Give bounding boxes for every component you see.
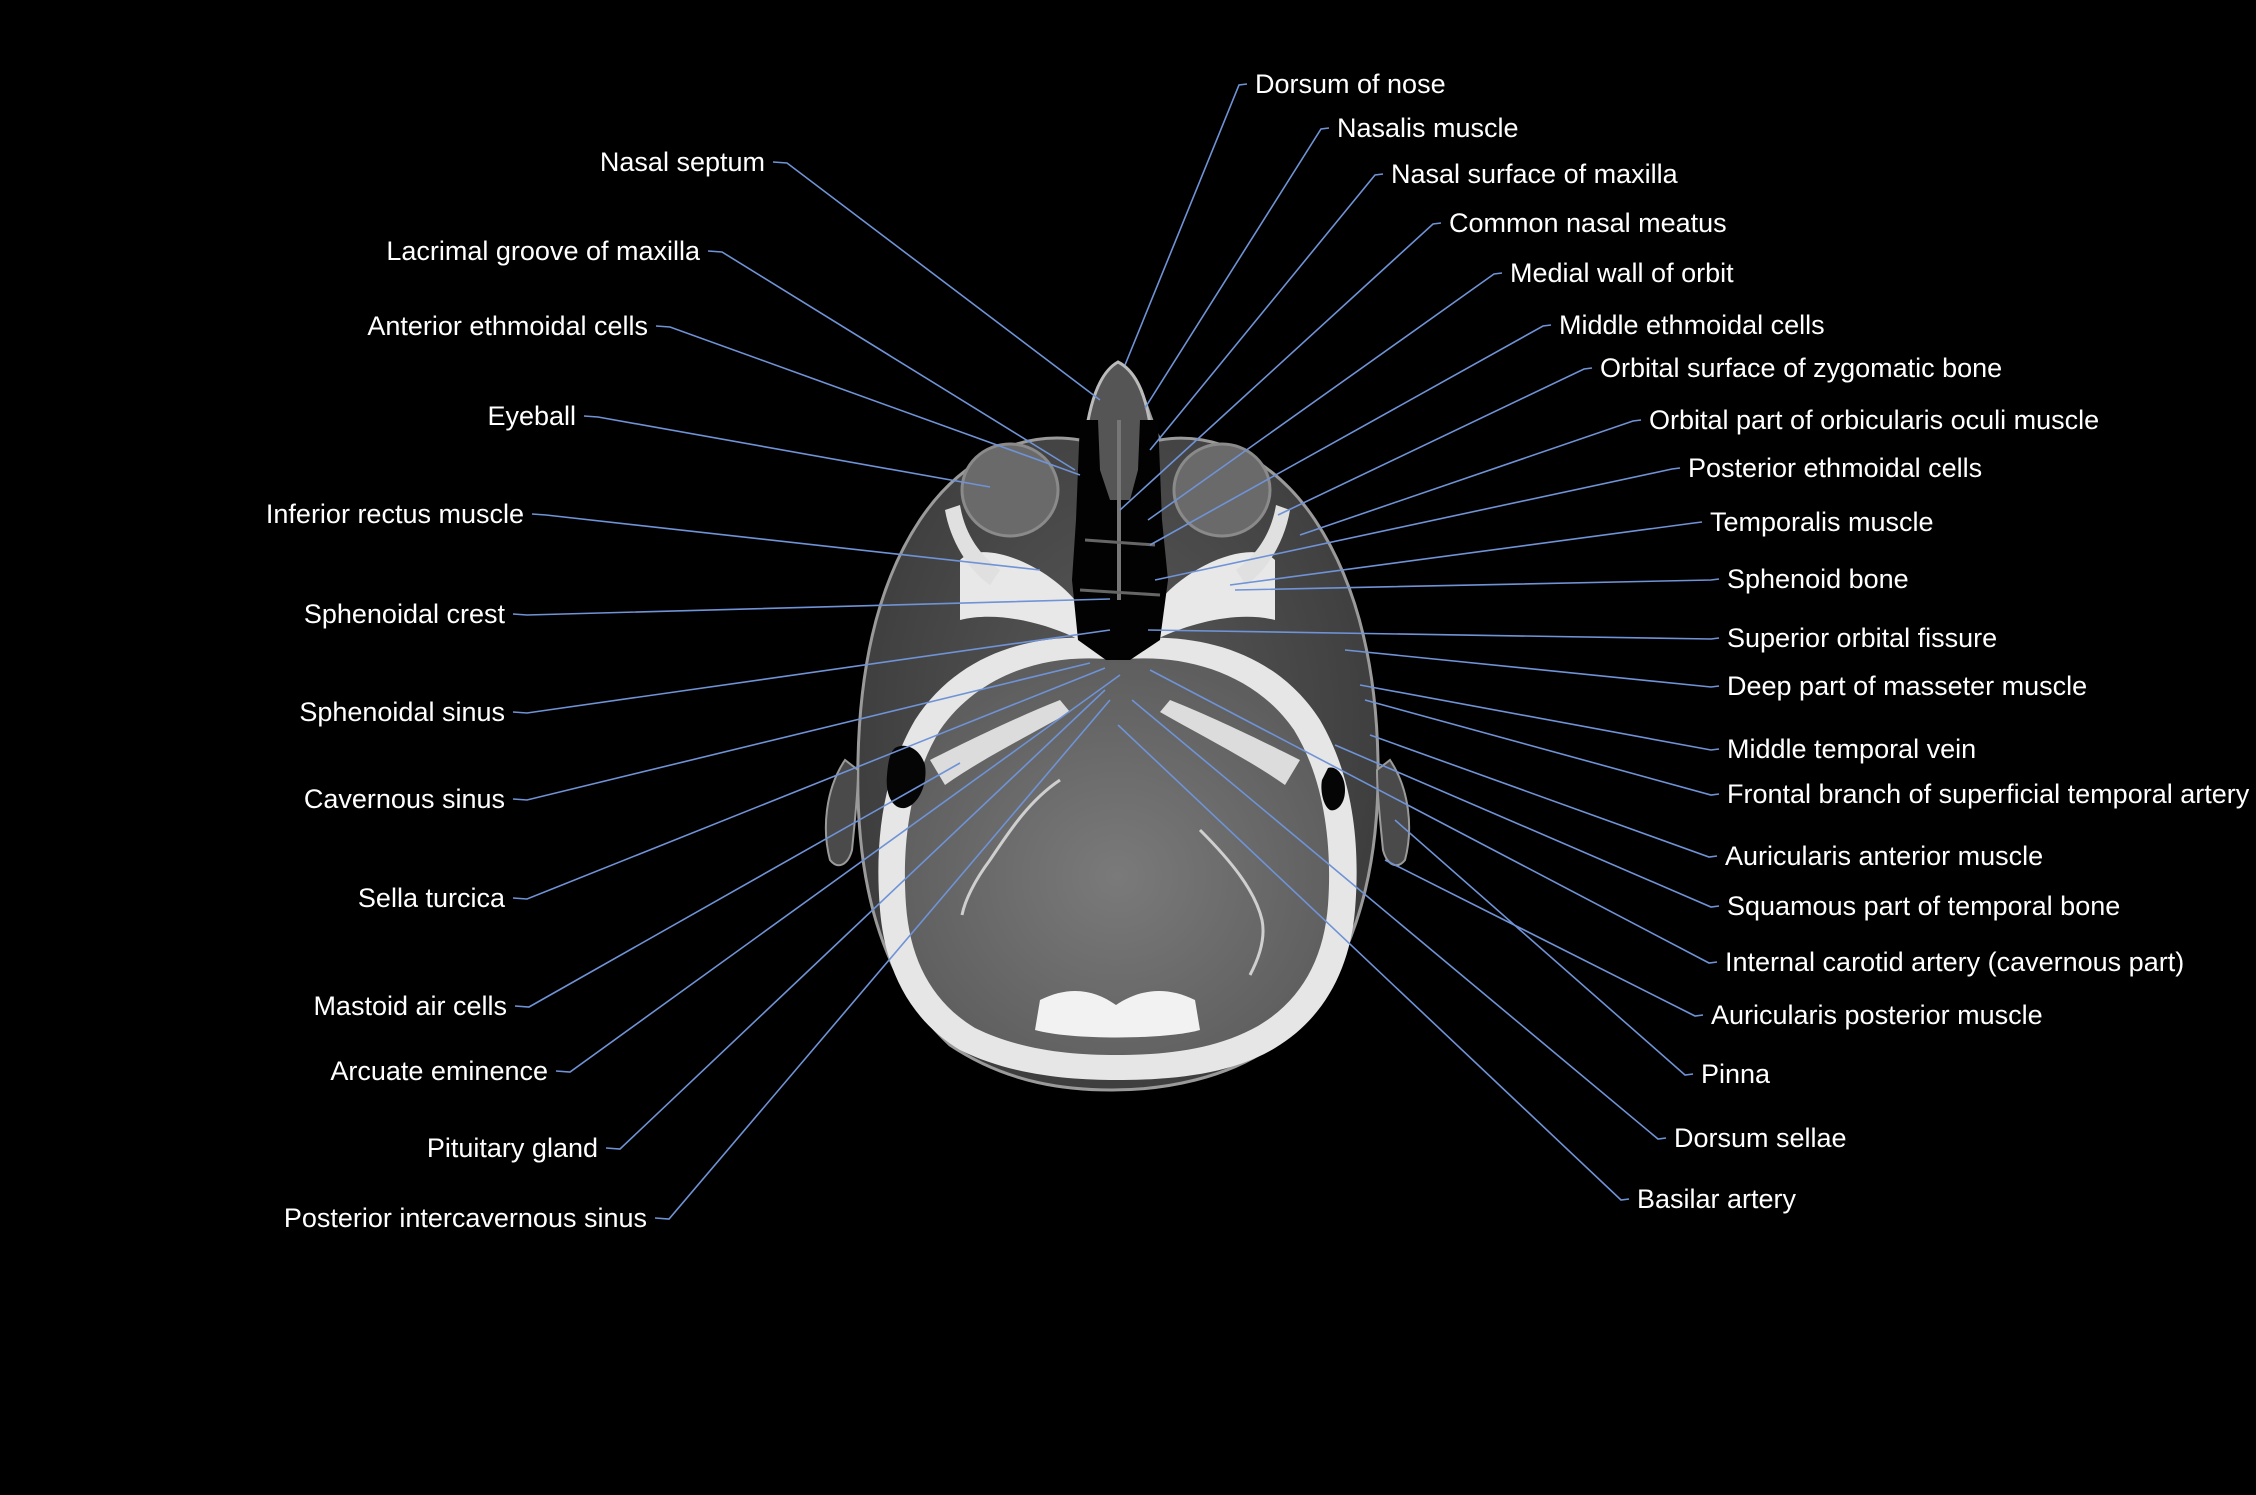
label-pinna: Pinna — [1701, 1059, 1771, 1089]
label-arcuate-eminence: Arcuate eminence — [330, 1056, 548, 1086]
leader-orbital-part-of-orbicularis-oculi-muscle — [1299, 419, 1642, 536]
leader-nasal-surface-of-maxilla — [1149, 173, 1384, 451]
label-temporalis-muscle: Temporalis muscle — [1710, 507, 1934, 537]
label-pituitary-gland: Pituitary gland — [427, 1133, 598, 1163]
label-auricularis-anterior-muscle: Auricularis anterior muscle — [1725, 841, 2043, 871]
label-sphenoid-bone: Sphenoid bone — [1727, 564, 1909, 594]
leader-internal-carotid-artery-cavernous-part — [1149, 669, 1718, 964]
leader-posterior-ethmoidal-cells — [1154, 467, 1681, 581]
label-middle-temporal-vein: Middle temporal vein — [1727, 734, 1976, 764]
left-petrous-bone — [930, 700, 1070, 785]
leader-mastoid-air-cells — [514, 762, 961, 1008]
label-orbital-part-of-orbicularis-oculi-muscle: Orbital part of orbicularis oculi muscle — [1649, 405, 2099, 435]
leader-basilar-artery — [1117, 724, 1630, 1201]
leader-sphenoidal-crest — [512, 598, 1111, 616]
label-eyeball: Eyeball — [487, 401, 576, 431]
leader-sphenoid-bone — [1234, 578, 1720, 591]
leader-posterior-intercavernous-sinus — [654, 699, 1111, 1220]
label-lacrimal-groove-of-maxilla: Lacrimal groove of maxilla — [386, 236, 701, 266]
leader-arcuate-eminence — [555, 674, 1121, 1073]
label-superior-orbital-fissure: Superior orbital fissure — [1727, 623, 1997, 653]
label-auricularis-posterior-muscle: Auricularis posterior muscle — [1711, 1000, 2043, 1030]
label-common-nasal-meatus: Common nasal meatus — [1449, 208, 1727, 238]
leader-lines — [512, 83, 1720, 1220]
leader-common-nasal-meatus — [1119, 222, 1442, 511]
leader-auricularis-anterior-muscle — [1369, 734, 1718, 858]
occipital-bone — [1035, 990, 1200, 1038]
label-sphenoidal-sinus: Sphenoidal sinus — [299, 697, 505, 727]
left-orbital-wall — [945, 505, 1000, 585]
leader-middle-temporal-vein — [1359, 684, 1720, 751]
label-basilar-artery: Basilar artery — [1637, 1184, 1797, 1214]
leader-nasalis-muscle — [1144, 127, 1330, 409]
leader-squamous-part-of-temporal-bone — [1334, 744, 1720, 908]
ethmoid-septum-b — [1079, 588, 1161, 597]
label-orbital-surface-of-zygomatic-bone: Orbital surface of zygomatic bone — [1600, 353, 2002, 383]
label-dorsum-of-nose: Dorsum of nose — [1255, 69, 1446, 99]
leader-cavernous-sinus — [512, 662, 1091, 801]
label-anterior-ethmoidal-cells: Anterior ethmoidal cells — [367, 311, 648, 341]
label-sphenoidal-crest: Sphenoidal crest — [304, 599, 506, 629]
label-sella-turcica: Sella turcica — [358, 883, 506, 913]
label-cavernous-sinus: Cavernous sinus — [304, 784, 505, 814]
label-nasalis-muscle: Nasalis muscle — [1337, 113, 1519, 143]
leader-middle-ethmoidal-cells — [1149, 324, 1552, 546]
vessel-left — [960, 778, 1061, 916]
label-posterior-ethmoidal-cells: Posterior ethmoidal cells — [1688, 453, 1982, 483]
leader-orbital-surface-of-zygomatic-bone — [1277, 367, 1593, 516]
label-inferior-rectus-muscle: Inferior rectus muscle — [266, 499, 524, 529]
leader-sphenoidal-sinus — [512, 629, 1111, 714]
leader-nasal-septum — [772, 161, 1101, 401]
leader-temporalis-muscle — [1229, 521, 1703, 586]
ct-scan-image — [824, 360, 1411, 1092]
ethmoid-septum-a — [1084, 538, 1156, 547]
leader-pinna — [1394, 819, 1694, 1076]
left-pinna — [824, 758, 860, 867]
leader-auricularis-posterior-muscle — [1384, 859, 1704, 1017]
leader-dorsum-sellae — [1131, 699, 1667, 1140]
label-medial-wall-of-orbit: Medial wall of orbit — [1510, 258, 1734, 288]
right-orbital-wall — [1236, 505, 1290, 585]
leader-sella-turcica — [512, 667, 1106, 900]
left-eyeball — [960, 442, 1060, 538]
label-frontal-branch-of-superficial-temporal-artery: Frontal branch of superficial temporal a… — [1727, 779, 2250, 809]
leader-lacrimal-groove-of-maxilla — [707, 250, 1076, 471]
leader-eyeball — [583, 415, 991, 488]
vessel-right — [1198, 828, 1265, 976]
leader-anterior-ethmoidal-cells — [655, 325, 1081, 476]
brain-tissue — [904, 658, 1330, 1055]
label-middle-ethmoidal-cells: Middle ethmoidal cells — [1559, 310, 1825, 340]
leader-deep-part-of-masseter-muscle — [1344, 649, 1720, 688]
label-squamous-part-of-temporal-bone: Squamous part of temporal bone — [1727, 891, 2120, 921]
label-posterior-intercavernous-sinus: Posterior intercavernous sinus — [284, 1203, 647, 1233]
leader-inferior-rectus-muscle — [531, 513, 1041, 571]
right-petrous-bone — [1160, 700, 1300, 785]
label-dorsum-sellae: Dorsum sellae — [1674, 1123, 1847, 1153]
right-pinna — [1375, 758, 1411, 867]
leader-medial-wall-of-orbit — [1147, 272, 1503, 521]
right-mastoid-air — [1321, 767, 1345, 811]
leader-frontal-branch-of-superficial-temporal-artery — [1364, 699, 1720, 796]
label-nasal-surface-of-maxilla: Nasal surface of maxilla — [1391, 159, 1679, 189]
left-mastoid-air — [886, 745, 926, 809]
leader-pituitary-gland — [605, 689, 1106, 1150]
leader-superior-orbital-fissure — [1147, 629, 1720, 640]
label-mastoid-air-cells: Mastoid air cells — [313, 991, 507, 1021]
leader-dorsum-of-nose — [1124, 83, 1248, 366]
label-nasal-septum: Nasal septum — [600, 147, 765, 177]
label-deep-part-of-masseter-muscle: Deep part of masseter muscle — [1727, 671, 2087, 701]
label-internal-carotid-artery-cavernous-part: Internal carotid artery (cavernous part) — [1725, 947, 2184, 977]
right-eyeball — [1172, 442, 1272, 538]
